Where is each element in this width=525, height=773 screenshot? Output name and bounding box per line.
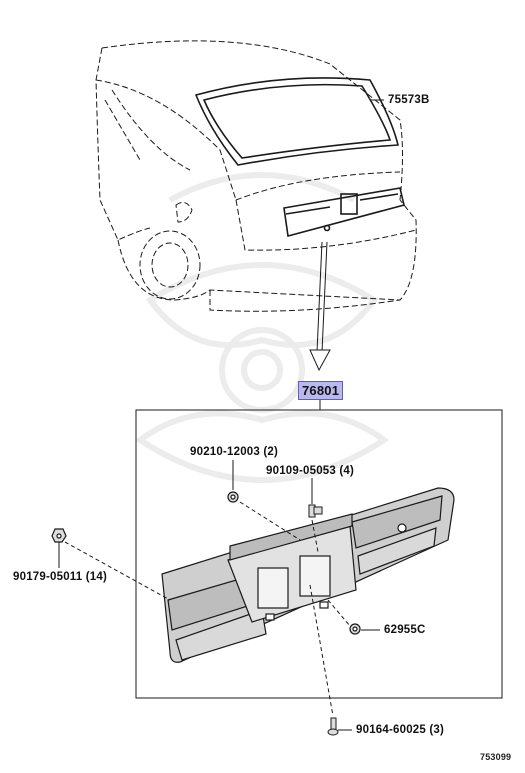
label-leaders [58, 460, 380, 731]
fastener-90210 [227, 491, 239, 503]
screw-90164 [327, 717, 339, 736]
garnish-on-car [283, 187, 405, 238]
callout-90109-05053: 90109-05053 (4) [266, 465, 355, 477]
diagram-code: 753099 [480, 752, 512, 762]
assembly-leaders [64, 501, 351, 717]
assembly-frame [135, 409, 503, 699]
clip-62955c [349, 623, 361, 635]
car-rear-view [95, 40, 417, 312]
pointer-arrow [309, 241, 331, 372]
garnish-panel [161, 487, 455, 663]
callout-75573b: 75573B [388, 94, 430, 106]
callout-90210-12003: 90210-12003 (2) [190, 446, 279, 458]
callout-90164-60025: 90164-60025 (3) [356, 724, 445, 736]
callout-76801: 76801 [298, 381, 344, 400]
rear-window-molding [194, 77, 399, 166]
fastener-90109 [308, 504, 323, 518]
callout-90179-05011: 90179-05011 (14) [13, 571, 107, 583]
nut-90179 [51, 528, 67, 543]
callout-62955c: 62955C [384, 624, 426, 636]
